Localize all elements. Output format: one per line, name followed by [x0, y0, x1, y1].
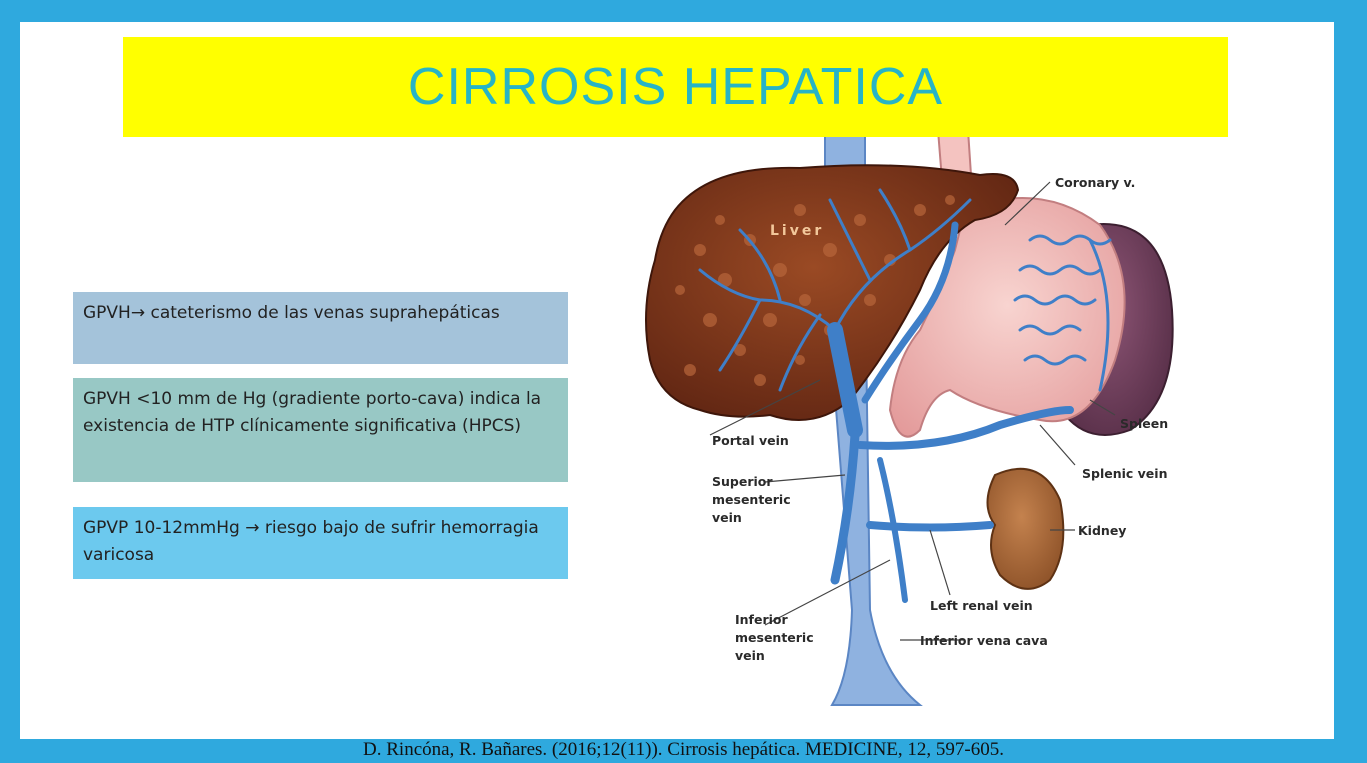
label-ivc: Inferior vena cava	[920, 633, 1048, 648]
label-sup-mes-2: mesenteric	[712, 492, 791, 507]
label-spleen: Spleen	[1120, 416, 1168, 431]
label-sup-mes-3: vein	[712, 510, 742, 525]
label-portal: Portal vein	[712, 433, 789, 448]
info-box-text: GPVP 10-12mmHg → riesgo bajo de sufrir h…	[83, 518, 539, 565]
kidney	[988, 469, 1064, 589]
info-box-gpvh-catheterism: GPVH→ cateterismo de las venas suprahepá…	[73, 292, 568, 364]
title-banner: CIRROSIS HEPATICA	[123, 37, 1228, 137]
label-inf-mes-2: mesenteric	[735, 630, 814, 645]
label-sup-mes-1: Superior	[712, 474, 773, 489]
portal-system-diagram: Liver Coronary v. Spleen Portal vein Spl…	[620, 130, 1220, 730]
label-liver: Liver	[770, 223, 824, 239]
left-renal-vein	[870, 525, 990, 528]
info-box-gpvp-risk: GPVP 10-12mmHg → riesgo bajo de sufrir h…	[73, 507, 568, 579]
info-box-gpvh-threshold: GPVH <10 mm de Hg (gradiente porto-cava)…	[73, 378, 568, 482]
label-splenic: Splenic vein	[1082, 466, 1167, 481]
label-inf-mes-3: vein	[735, 648, 765, 663]
slide-title: CIRROSIS HEPATICA	[408, 57, 943, 117]
label-kidney: Kidney	[1078, 523, 1126, 538]
label-coronary: Coronary v.	[1055, 175, 1135, 190]
info-box-text: GPVH <10 mm de Hg (gradiente porto-cava)…	[83, 389, 541, 436]
label-left-renal: Left renal vein	[930, 598, 1033, 613]
info-box-text: GPVH→ cateterismo de las venas suprahepá…	[83, 303, 500, 323]
citation-reference: D. Rincóna, R. Bañares. (2016;12(11)). C…	[0, 736, 1367, 763]
label-inf-mes-1: Inferior	[735, 612, 789, 627]
